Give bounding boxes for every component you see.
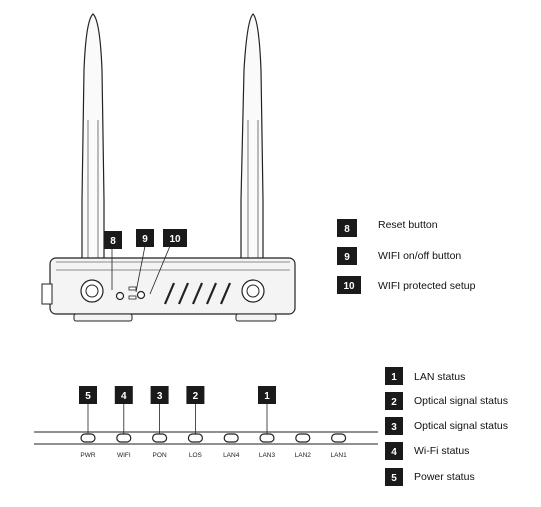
led-indicator [259, 433, 275, 443]
led-label: LAN4 [223, 452, 240, 459]
wps-button [136, 290, 146, 300]
led-marker-badge [150, 386, 169, 404]
svg-text:10: 10 [169, 234, 181, 245]
led-marker-badge [114, 386, 133, 404]
svg-text:WIFI protected setup: WIFI protected setup [378, 280, 476, 292]
led-label: LOS [189, 452, 203, 459]
badge-10: 10 [163, 229, 187, 247]
svg-text:9: 9 [344, 252, 350, 263]
led-marker-badge [186, 386, 205, 404]
badge-9: 9 [136, 229, 154, 247]
led-marker-number: 1 [264, 391, 270, 402]
svg-text:3: 3 [391, 422, 397, 433]
svg-text:8: 8 [344, 224, 350, 235]
legend-item-optical-2: 3 Optical signal status [385, 417, 508, 435]
led-lan1: LAN1 [330, 433, 347, 459]
reset-button [115, 291, 125, 301]
led-label: LAN2 [295, 452, 312, 459]
led-legend: 1 LAN status 2 Optical signal status 3 O… [385, 367, 508, 486]
legend-item-wifi: 4 Wi-Fi status [385, 442, 469, 460]
svg-text:5: 5 [391, 473, 397, 484]
led-indicator [116, 433, 132, 443]
led-label: WIFI [117, 452, 131, 459]
led-pon: PON 3 [150, 386, 169, 459]
led-lan3: LAN3 1 [258, 386, 276, 459]
led-los: LOS 2 [186, 386, 205, 459]
wifi-button-slot [128, 295, 137, 300]
svg-text:1: 1 [391, 372, 397, 383]
led-marker-number: 3 [157, 391, 163, 402]
led-label: PWR [80, 452, 95, 459]
svg-text:10: 10 [343, 281, 355, 292]
svg-text:Reset button: Reset button [378, 219, 438, 231]
wifi-button [128, 286, 137, 291]
led-label: LAN3 [259, 452, 276, 459]
legend-item-reset: 8 Reset button [337, 219, 438, 237]
led-wifi: WIFI 4 [114, 386, 133, 459]
legend-item-wifi-onoff: 9 WIFI on/off button [337, 247, 461, 265]
led-label: LAN1 [330, 452, 347, 459]
svg-text:Optical signal status: Optical signal status [414, 395, 508, 407]
led-indicator [152, 433, 168, 443]
left-antenna [81, 13, 105, 286]
led-indicator [223, 433, 239, 443]
led-lan4: LAN4 [223, 433, 240, 459]
svg-text:WIFI on/off button: WIFI on/off button [378, 250, 461, 262]
svg-text:LAN status: LAN status [414, 371, 465, 383]
svg-text:Wi-Fi status: Wi-Fi status [414, 445, 469, 457]
led-marker-badge [258, 386, 276, 404]
led-indicator [187, 433, 203, 443]
badge-8: 8 [104, 231, 122, 249]
led-marker-badge [79, 386, 97, 404]
router-legend: 8 Reset button 9 WIFI on/off button 10 W… [337, 219, 476, 294]
router-body [41, 257, 296, 322]
legend-item-lan: 1 LAN status [385, 367, 465, 385]
led-marker-number: 5 [85, 391, 91, 402]
svg-text:4: 4 [391, 447, 397, 458]
router-illustration [41, 13, 296, 322]
led-marker-number: 4 [121, 391, 127, 402]
led-indicator [80, 433, 96, 443]
vent-slots [163, 282, 232, 305]
led-indicator [295, 433, 311, 443]
led-marker-number: 2 [193, 391, 199, 402]
svg-text:8: 8 [110, 236, 116, 247]
legend-item-wps: 10 WIFI protected setup [337, 276, 476, 294]
callout-leaders [111, 245, 171, 295]
led-lan2: LAN2 [295, 433, 312, 459]
svg-text:2: 2 [391, 397, 397, 408]
led-label: PON [153, 452, 167, 459]
legend-item-power: 5 Power status [385, 468, 475, 486]
legend-item-optical-1: 2 Optical signal status [385, 392, 508, 410]
right-antenna [240, 13, 264, 286]
led-pwr: PWR 5 [79, 386, 97, 459]
led-indicator [331, 433, 347, 443]
svg-text:9: 9 [142, 234, 148, 245]
svg-text:Optical signal status: Optical signal status [414, 420, 508, 432]
svg-text:Power status: Power status [414, 471, 475, 483]
